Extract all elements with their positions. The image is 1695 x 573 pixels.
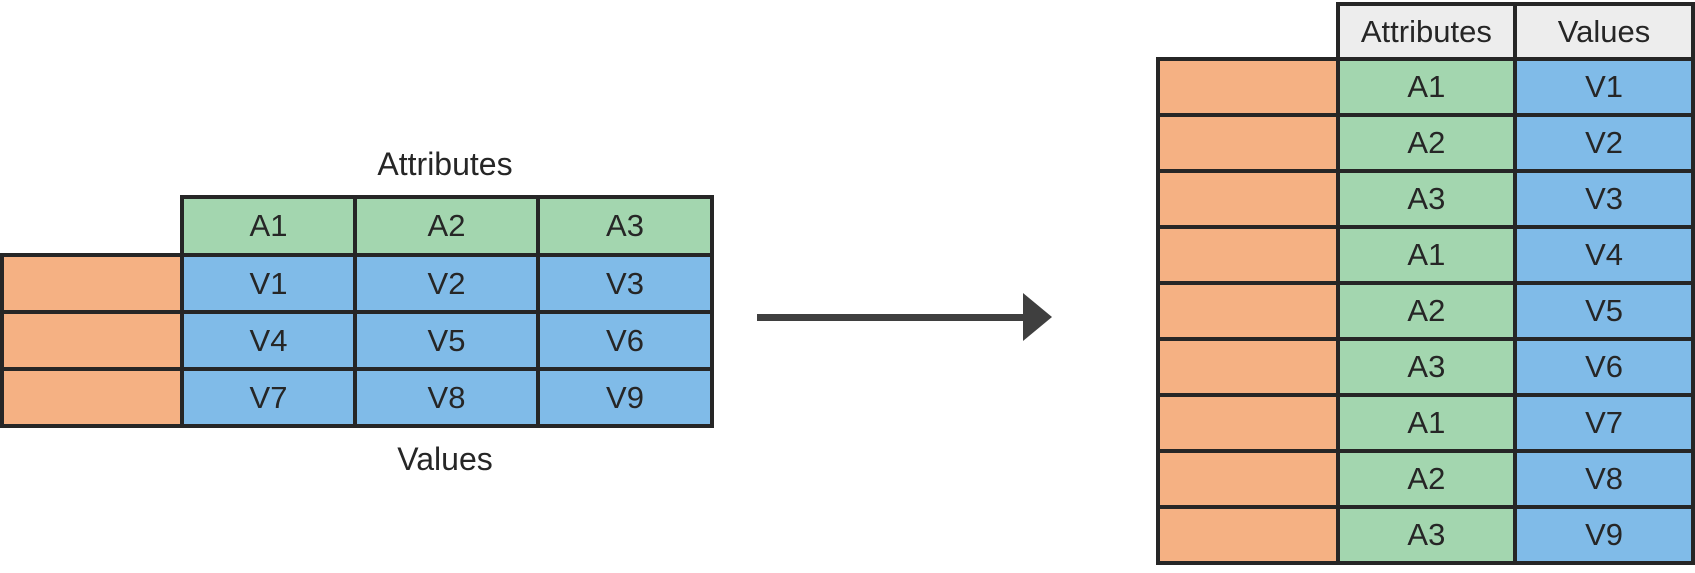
attribute-cell: A1 [1335, 393, 1518, 453]
row-header-cell [1156, 337, 1340, 397]
table-row: A1 V4 [1156, 225, 1695, 285]
blank-corner-cell [1158, 4, 1338, 59]
table-row: A1 A2 A3 [2, 195, 714, 257]
table-row: A3 V6 [1156, 337, 1695, 397]
attribute-cell: A3 [1335, 337, 1518, 397]
table-row: V1 V2 V3 [0, 253, 714, 314]
table-row: A2 V2 [1156, 113, 1695, 173]
unpivoted-table: Attributes Values A1 V1 A2 V2 A3 V3 A1 V… [1156, 2, 1695, 565]
value-cell: V4 [180, 310, 357, 371]
table-row: V7 V8 V9 [0, 367, 714, 428]
arrow-shaft [757, 314, 1025, 321]
row-header-cell [0, 310, 184, 371]
row-header-cell [1156, 505, 1340, 565]
table-row: A2 V8 [1156, 449, 1695, 509]
attribute-cell: A2 [1335, 113, 1518, 173]
row-header-cell [1156, 393, 1340, 453]
table-row: A1 V7 [1156, 393, 1695, 453]
value-cell: V5 [1513, 281, 1695, 341]
row-header-cell [0, 367, 184, 428]
value-cell: V8 [1513, 449, 1695, 509]
attribute-header-cell: A3 [536, 195, 714, 257]
value-cell: V8 [353, 367, 540, 428]
row-header-cell [1156, 281, 1340, 341]
row-header-cell [1156, 113, 1340, 173]
row-header-cell [1156, 57, 1340, 117]
transform-arrow-icon [757, 293, 1052, 341]
value-cell: V1 [180, 253, 357, 314]
attributes-column-header: Attributes [1335, 2, 1518, 61]
value-cell: V7 [1513, 393, 1695, 453]
value-cell: V3 [1513, 169, 1695, 229]
attribute-header-cell: A1 [180, 195, 357, 257]
row-header-cell [1156, 449, 1340, 509]
source-attributes-label: Attributes [377, 146, 513, 182]
attribute-cell: A3 [1335, 505, 1518, 565]
row-header-cell [1156, 169, 1340, 229]
attribute-header-cell: A2 [353, 195, 540, 257]
table-row: A2 V5 [1156, 281, 1695, 341]
value-cell: V5 [353, 310, 540, 371]
value-cell: V2 [1513, 113, 1695, 173]
attribute-cell: A2 [1335, 281, 1518, 341]
blank-corner-cell [2, 197, 182, 255]
table-row: Attributes Values [1158, 2, 1695, 61]
value-cell: V6 [536, 310, 714, 371]
arrow-head [1023, 293, 1052, 341]
value-cell: V2 [353, 253, 540, 314]
table-row: A3 V9 [1156, 505, 1695, 565]
attribute-cell: A1 [1335, 57, 1518, 117]
source-values-label: Values [397, 441, 493, 477]
table-row: A1 V1 [1156, 57, 1695, 117]
value-cell: V4 [1513, 225, 1695, 285]
value-cell: V7 [180, 367, 357, 428]
value-cell: V3 [536, 253, 714, 314]
values-column-header: Values [1513, 2, 1695, 61]
table-row: V4 V5 V6 [0, 310, 714, 371]
value-cell: V1 [1513, 57, 1695, 117]
source-table: A1 A2 A3 V1 V2 V3 V4 V5 V6 V7 V8 V9 [0, 195, 714, 428]
row-header-cell [0, 253, 184, 314]
value-cell: V6 [1513, 337, 1695, 397]
value-cell: V9 [536, 367, 714, 428]
attribute-cell: A2 [1335, 449, 1518, 509]
table-row: A3 V3 [1156, 169, 1695, 229]
attribute-cell: A3 [1335, 169, 1518, 229]
value-cell: V9 [1513, 505, 1695, 565]
row-header-cell [1156, 225, 1340, 285]
attribute-cell: A1 [1335, 225, 1518, 285]
